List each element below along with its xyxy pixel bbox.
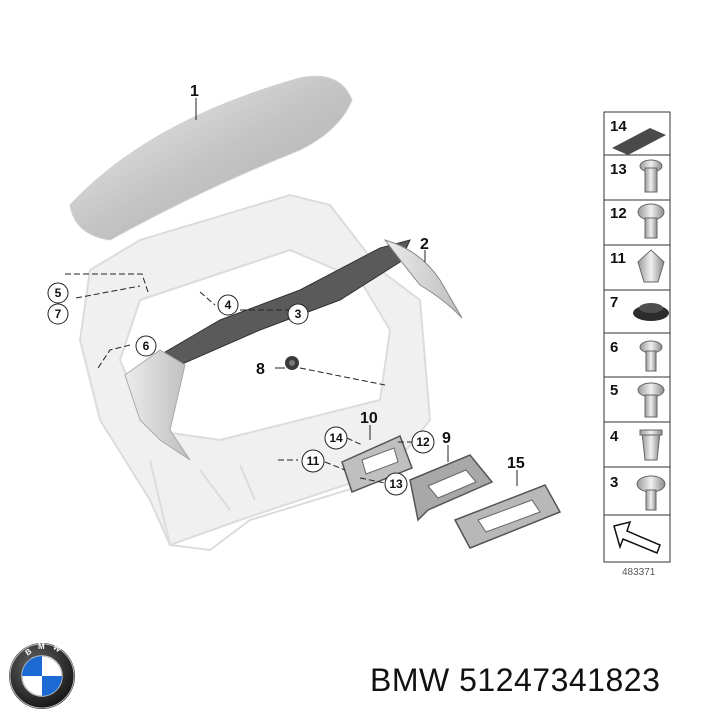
callout-circle-6: 6 xyxy=(135,335,157,357)
svg-text:11: 11 xyxy=(307,454,320,468)
legend-label-11: 11 xyxy=(610,250,626,267)
torx-screw-icon xyxy=(637,203,665,239)
callout-circle-14: 14 xyxy=(324,426,348,450)
legend-label-4: 4 xyxy=(610,428,619,445)
expansion-nut-icon xyxy=(639,429,663,461)
callout-15: 15 xyxy=(507,455,525,472)
callout-10: 10 xyxy=(360,410,378,427)
callout-circle-7: 7 xyxy=(47,303,69,325)
diagram-ref-code: 483371 xyxy=(622,567,656,578)
legend-label-12: 12 xyxy=(610,205,627,222)
svg-text:3: 3 xyxy=(295,307,302,321)
screw-icon-3 xyxy=(636,475,666,511)
license-plate-part xyxy=(453,484,562,549)
callout-circle-3: 3 xyxy=(287,303,309,325)
screw-icon xyxy=(639,159,663,193)
legend-label-7: 7 xyxy=(610,294,618,311)
clip-nut-icon xyxy=(637,249,665,283)
svg-text:6: 6 xyxy=(143,339,150,353)
grommet-icon xyxy=(633,303,669,321)
callout-9: 9 xyxy=(442,430,451,447)
leader-lines xyxy=(65,98,518,486)
svg-text:W: W xyxy=(51,643,63,655)
pad-icon xyxy=(612,128,666,155)
legend-label-5: 5 xyxy=(610,382,618,399)
callout-1: 1 xyxy=(190,83,199,100)
direction-arrow-icon xyxy=(613,520,661,554)
svg-text:14: 14 xyxy=(329,431,343,445)
callout-circle-5: 5 xyxy=(47,282,69,304)
light-holder-part xyxy=(341,434,413,493)
callout-2: 2 xyxy=(420,236,429,253)
screw-icon-5 xyxy=(637,382,665,418)
svg-text:7: 7 xyxy=(55,307,62,321)
callout-8: 8 xyxy=(256,361,265,378)
svg-text:B: B xyxy=(24,647,34,658)
svg-text:M: M xyxy=(38,642,45,651)
callout-circle-11: 11 xyxy=(301,449,325,473)
bracket-part xyxy=(409,454,494,522)
trim-strip-right xyxy=(383,239,463,319)
legend-label-13: 13 xyxy=(610,161,627,178)
callout-circle-13: 13 xyxy=(384,472,408,496)
svg-text:12: 12 xyxy=(416,435,430,449)
svg-text:13: 13 xyxy=(389,477,403,491)
spoiler-part xyxy=(69,75,353,241)
trim-strip-part xyxy=(124,349,191,461)
grommet-part xyxy=(285,356,299,370)
fastener-legend: 14 13 12 11 7 6 5 xyxy=(603,111,671,578)
callout-circle-12: 12 xyxy=(411,430,435,454)
screw-icon-6 xyxy=(639,340,663,372)
bmw-logo: B M W xyxy=(9,642,75,709)
svg-text:4: 4 xyxy=(225,298,232,312)
legend-label-14: 14 xyxy=(610,118,627,135)
legend-label-3: 3 xyxy=(610,474,618,491)
part-number-caption: BMW 51247341823 xyxy=(370,662,661,698)
legend-label-6: 6 xyxy=(610,339,618,356)
callout-circle-4: 4 xyxy=(217,294,239,316)
svg-text:5: 5 xyxy=(55,286,62,300)
